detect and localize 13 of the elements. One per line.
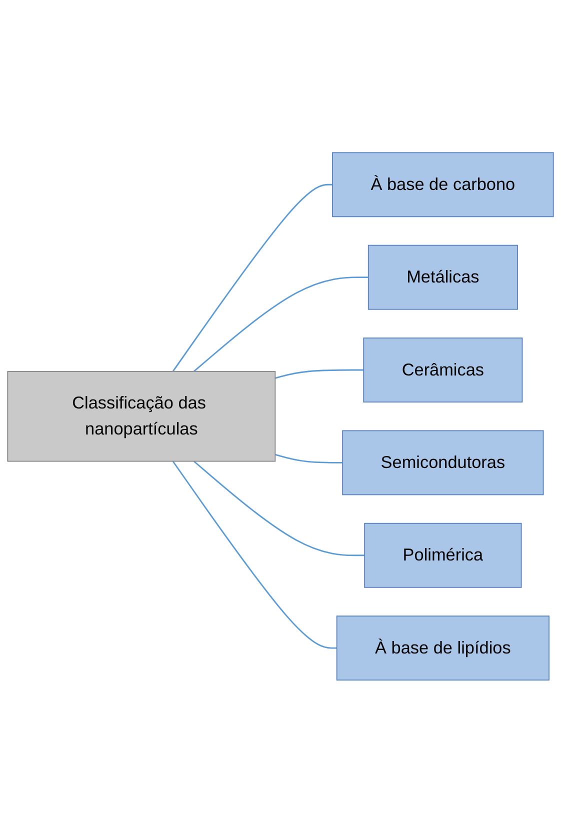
node-box: Semicondutoras xyxy=(342,430,544,495)
node-box: Cerâmicas xyxy=(363,337,523,402)
node-box: Polimérica xyxy=(364,522,522,588)
connector xyxy=(274,368,364,379)
connector xyxy=(193,460,365,556)
node-box: Classificação das nanopartículas xyxy=(7,370,276,462)
node-box: À base de carbono xyxy=(332,152,554,217)
connector xyxy=(193,276,368,372)
connector xyxy=(172,184,333,372)
node-box: Metálicas xyxy=(368,244,518,310)
node-box: À base de lipídios xyxy=(336,615,550,680)
connector xyxy=(172,460,337,648)
connector xyxy=(274,453,343,464)
